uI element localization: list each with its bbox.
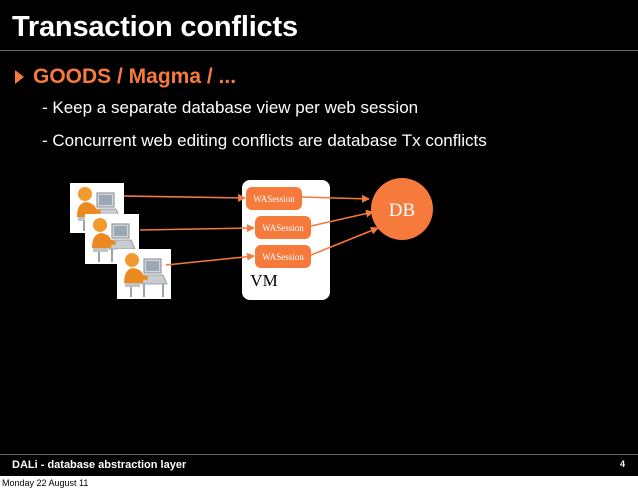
slide: Transaction conflicts GOODS / Magma / ..… — [0, 0, 638, 476]
user-computer-icon — [115, 247, 173, 301]
session-label: WASession — [253, 194, 295, 204]
connection-arrow — [123, 193, 246, 202]
connection-arrow — [310, 226, 379, 256]
session-box — [255, 216, 311, 239]
footer-title: DALi - database abstraction layer — [12, 459, 187, 471]
subpoint-text: - Keep a separate database view per web … — [42, 98, 419, 117]
slide-title: Transaction conflicts — [12, 11, 298, 43]
footer-divider — [0, 454, 638, 455]
session-box — [246, 187, 302, 210]
db-label: DB — [389, 200, 415, 221]
database-circle — [371, 178, 433, 240]
title-divider — [0, 50, 638, 51]
session-label: WASession — [262, 223, 304, 233]
session-label: WASession — [262, 252, 304, 262]
bullet-item: GOODS / Magma / ... — [15, 64, 236, 90]
vm-label: VM — [250, 271, 277, 290]
date-caption: Monday 22 August 11 — [2, 478, 89, 488]
bullet-text: GOODS / Magma / ... — [33, 65, 237, 88]
connection-arrow — [301, 194, 370, 203]
connection-arrow — [310, 209, 374, 227]
connection-arrow — [139, 224, 255, 233]
session-box — [255, 245, 311, 268]
connection-arrow — [165, 252, 255, 266]
diagram: WASession WASession WASession VM DB — [68, 178, 433, 301]
triangle-bullet-icon — [15, 70, 24, 84]
page-number: 4 — [619, 459, 625, 469]
subpoint-text: - Concurrent web editing conflicts are d… — [42, 131, 487, 150]
